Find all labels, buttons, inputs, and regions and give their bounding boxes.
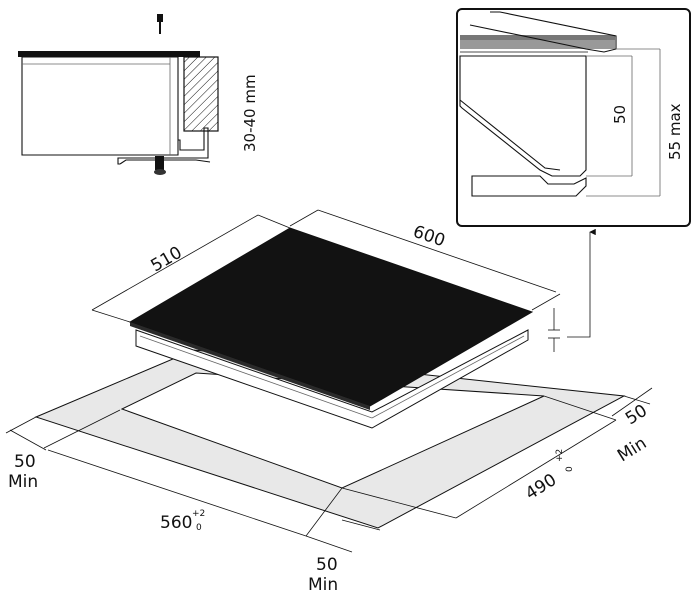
hob-width-label: 600 — [410, 222, 447, 251]
cutout-depth-label: 490 — [522, 470, 560, 504]
fixing-screw-icon — [157, 14, 163, 34]
clearance-right-value: 50 — [622, 401, 651, 429]
detail-leader — [548, 228, 596, 352]
hob-body-side — [135, 329, 529, 429]
side-hob-body — [21, 56, 179, 156]
edge-detail-callout: 50 55 max — [456, 8, 691, 227]
front-clearance-dimension: 50 Min — [305, 519, 381, 595]
side-glass-panel — [18, 51, 200, 57]
clearance-front-unit: Min — [308, 575, 338, 595]
cutout-width-tol-lower: 0 — [196, 523, 202, 533]
cutout-width-dimension: 560 +2 0 — [43, 409, 343, 537]
side-section-view: 30-40 mm — [18, 14, 259, 175]
cutout-width-tol-upper: +2 — [192, 509, 205, 519]
detail-height-label: 50 — [611, 105, 629, 124]
worktop-cross-section — [183, 56, 219, 132]
clearance-front-value: 50 — [316, 555, 338, 575]
hob-unit — [128, 227, 534, 429]
cutout-width-label: 560 — [160, 513, 192, 533]
clearance-right-unit: Min — [614, 433, 650, 466]
detail-max-label: 55 max — [666, 103, 684, 160]
hob-depth-label: 510 — [148, 243, 186, 277]
clearance-left-value: 50 — [14, 452, 36, 472]
mounting-clamp — [117, 127, 209, 165]
worktop-thickness-label: 30-40 mm — [241, 74, 259, 152]
clearance-left-unit: Min — [8, 472, 38, 492]
left-clearance-dimension: 50 Min — [5, 416, 47, 492]
cutout-depth-tol-upper: +2 — [555, 449, 565, 462]
cutout-depth-tol-lower: 0 — [565, 466, 575, 472]
